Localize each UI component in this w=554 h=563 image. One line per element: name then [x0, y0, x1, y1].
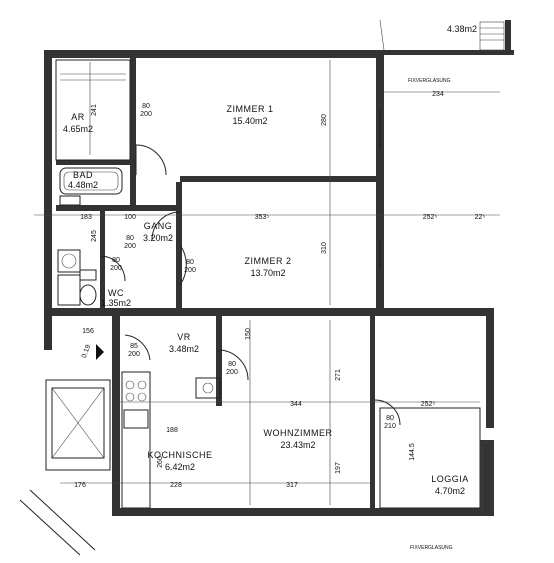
wc-name: WC — [108, 288, 124, 298]
kochnische-area: 6.42m2 — [165, 462, 195, 472]
wall-right-lower — [486, 308, 494, 428]
bad-area: 4.48m2 — [68, 180, 98, 190]
dim-317: 317 — [286, 482, 298, 489]
wall-annex-right — [505, 20, 511, 55]
dim-310: 310 — [321, 242, 328, 254]
zimmer2-name: ZIMMER 2 — [244, 256, 291, 266]
kitchen-counter — [121, 371, 151, 509]
wall-bottom — [112, 508, 492, 516]
washbasin — [59, 195, 81, 206]
fixverglasung-top: FIXVERGLASUNG — [408, 78, 451, 84]
dim-344: 344 — [290, 401, 302, 408]
dim-22: 22⁵ — [475, 214, 486, 221]
loggia-area: 4.70m2 — [435, 486, 465, 496]
entry-arrow-icon — [96, 344, 104, 360]
dim-260: 260 — [157, 456, 164, 468]
kochnische-name: KOCHNISCHE — [147, 450, 212, 460]
wohnzimmer-name: WOHNZIMMER — [264, 428, 333, 438]
wc-area: 1.35m2 — [101, 298, 131, 308]
wall-gang-z2 — [176, 182, 182, 312]
wall-wohn-loggia — [370, 316, 375, 516]
zimmer2-area: 13.70m2 — [250, 268, 285, 278]
dim-188: 188 — [166, 427, 178, 434]
dim-353: 353⁵ — [255, 214, 270, 221]
wall-z1-z2 — [180, 176, 380, 182]
dim-245: 245 — [91, 230, 98, 242]
dim-241: 241 — [91, 104, 98, 116]
ar-area: 4.65m2 — [63, 124, 93, 134]
wall-ar-z1 — [130, 58, 136, 208]
wall-left — [44, 50, 52, 350]
wall-annex-top — [384, 50, 514, 55]
vr-area: 3.48m2 — [169, 344, 199, 354]
wall-ar-bad — [56, 160, 130, 165]
fixverglasung-bottom: FIXVERGLASUNG — [410, 545, 453, 551]
ar-name: AR — [71, 112, 85, 122]
dim-280: 280 — [321, 114, 328, 126]
bad-name: BAD — [73, 170, 93, 180]
gang-area: 3.20m2 — [143, 233, 173, 243]
ar-outline — [55, 59, 131, 161]
loggia-name: LOGGIA — [431, 474, 469, 484]
zimmer1-area: 15.40m2 — [232, 116, 267, 126]
wall-vr-wohn — [216, 316, 222, 406]
dim-156: 156 — [82, 328, 94, 335]
dim-150: 150 — [245, 328, 252, 340]
wall-bad-bottom — [56, 205, 180, 211]
zimmer1-name: ZIMMER 1 — [226, 104, 273, 114]
dimension-lines — [34, 60, 500, 505]
gang-name: GANG — [144, 221, 173, 231]
wall-wc-left — [100, 211, 105, 311]
bathtub — [59, 167, 123, 195]
wall-koch-left — [112, 316, 120, 516]
entry-code: 0.19 — [81, 344, 92, 359]
washing-machine — [57, 249, 81, 273]
fridge — [195, 377, 221, 399]
top-right-area: 4.38m2 — [447, 24, 477, 34]
dim-252b: 252⁵ — [421, 401, 436, 408]
dim-100: 100 — [124, 214, 136, 221]
dim-176: 176 — [74, 482, 86, 489]
dim-234: 234 — [432, 91, 444, 98]
dim-271: 271 — [335, 369, 342, 381]
dim-228: 228 — [170, 482, 182, 489]
dim-144: 144.5 — [409, 443, 416, 461]
wall-top — [44, 50, 384, 58]
wohnzimmer-area: 23.43m2 — [280, 440, 315, 450]
dim-197: 197 — [335, 462, 342, 474]
wall-mid — [52, 308, 492, 316]
dim-183: 183 — [80, 214, 92, 221]
shaft — [45, 379, 111, 471]
door-swings — [99, 144, 401, 426]
dim-252a: 252⁵ — [423, 214, 438, 221]
vr-name: VR — [177, 332, 191, 342]
